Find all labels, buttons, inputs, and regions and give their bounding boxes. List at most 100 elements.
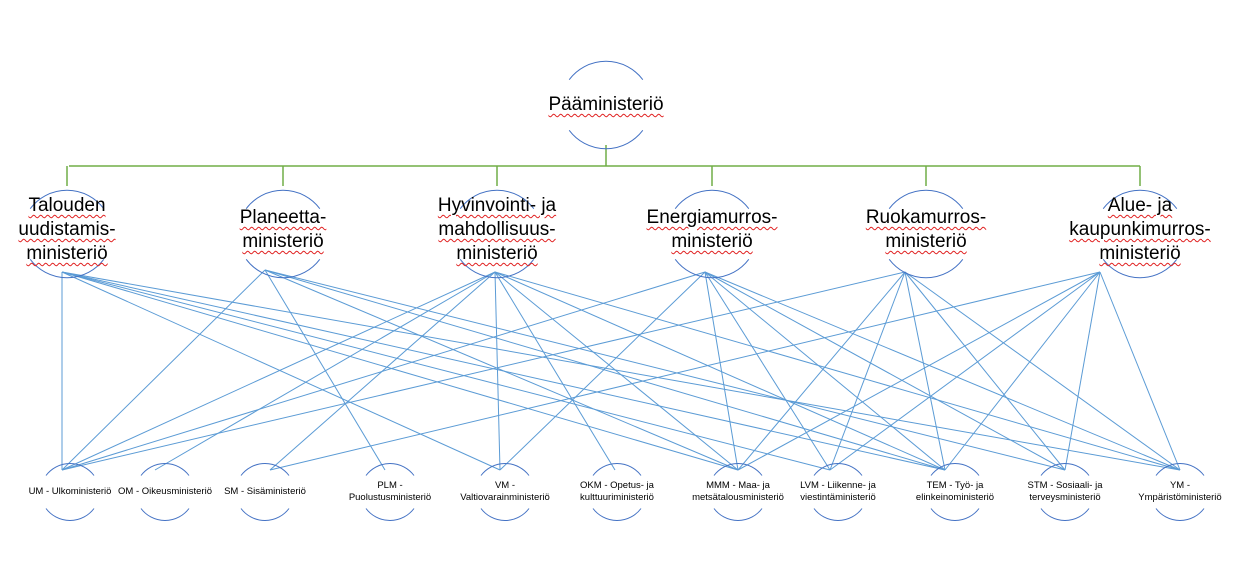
node-label-line: elinkeinoministeriö xyxy=(915,492,995,503)
bottom-node-arc xyxy=(713,463,763,476)
root-arc xyxy=(568,129,644,150)
bottom-node-arc xyxy=(592,463,642,476)
link-line xyxy=(61,271,1181,471)
bottom-node-arc xyxy=(140,463,190,476)
node-label-line: TEM - Työ- ja xyxy=(926,480,984,491)
bottom-node-arc xyxy=(1040,463,1090,476)
top-node-arc xyxy=(29,189,105,210)
link-line xyxy=(704,271,946,471)
top-node-arc xyxy=(29,258,105,279)
link-line xyxy=(61,271,501,471)
node-label-line: Puolustusministeriö xyxy=(348,492,432,503)
bottom-node-ym: YM -Ympäristöministeriö xyxy=(1138,480,1221,504)
link-line xyxy=(154,271,496,471)
top-node-e: Energiamurros-ministeriö xyxy=(647,206,778,254)
node-label-line: ministeriö xyxy=(1099,243,1181,264)
bottom-node-arc xyxy=(45,463,95,476)
root-arc xyxy=(568,60,644,81)
link-line xyxy=(904,271,946,471)
node-label-line: YM - xyxy=(1169,480,1191,491)
top-node-arc xyxy=(1102,189,1178,210)
link-line xyxy=(737,271,906,471)
link-line xyxy=(499,271,706,471)
node-label-line: Ruokamurros- xyxy=(865,207,987,228)
node-label-line: Pääministeriö xyxy=(548,94,664,115)
bottom-node-sm: SM - Sisäministeriö xyxy=(224,486,306,498)
node-label-line: OKM - Opetus- ja xyxy=(580,480,654,491)
link-line xyxy=(269,271,1101,471)
link-line xyxy=(494,271,1181,471)
top-node-arc xyxy=(674,189,750,210)
link-line xyxy=(944,271,1101,471)
root-node-paaministerio: Pääministeriö xyxy=(548,93,663,117)
node-label-line: metsätalousministeriö xyxy=(692,492,784,503)
node-label-line: OM - Oikeusministeriö xyxy=(118,486,212,497)
link-line xyxy=(1064,271,1101,471)
bottom-node-arc xyxy=(813,463,863,476)
top-node-t: Talouden uudistamis-ministeriö xyxy=(18,194,115,266)
link-line xyxy=(737,271,1101,471)
link-line xyxy=(494,271,946,471)
node-label-line: Valtiovarainministeriö xyxy=(460,492,550,503)
bottom-node-arc xyxy=(930,508,980,521)
link-line xyxy=(61,271,496,471)
bottom-node-arc xyxy=(592,508,642,521)
node-label-line: ministeriö xyxy=(26,243,108,264)
node-label-line: ministeriö xyxy=(456,243,538,264)
top-node-arc xyxy=(888,258,964,279)
bottom-node-arc xyxy=(365,463,415,476)
link-line xyxy=(704,271,1066,471)
node-label-line: Ympäristöministeriö xyxy=(1138,492,1222,503)
node-label-line: STM - Sosiaali- ja xyxy=(1027,480,1103,491)
top-node-h: Hyvinvointi- ja mahdollisuus-ministeriö xyxy=(438,194,556,266)
bottom-node-arc xyxy=(1040,508,1090,521)
link-line xyxy=(704,271,1181,471)
bottom-node-arc xyxy=(930,463,980,476)
link-line xyxy=(61,269,266,471)
link-line xyxy=(264,269,386,471)
bottom-node-arc xyxy=(140,508,190,521)
node-label-line: ministeriö xyxy=(242,231,324,252)
node-label-line: MMM - Maa- ja xyxy=(706,480,770,491)
link-line xyxy=(61,271,739,471)
node-label-line: Hyvinvointi- ja xyxy=(437,195,557,216)
link-line xyxy=(904,271,1066,471)
link-line xyxy=(494,271,739,471)
bottom-node-om: OM - Oikeusministeriö xyxy=(118,486,212,498)
link-line xyxy=(264,269,1066,471)
bottom-node-arc xyxy=(1155,463,1205,476)
link-line xyxy=(704,271,739,471)
bottom-node-arc xyxy=(240,463,290,476)
link-line xyxy=(61,271,831,471)
link-line xyxy=(904,271,1181,471)
node-label-line: ministeriö xyxy=(671,231,753,252)
bottom-node-arc xyxy=(813,508,863,521)
node-label-line: kaupunkimurros- xyxy=(1069,219,1211,240)
node-label-line: Alue- ja xyxy=(1107,195,1173,216)
node-label-line: kulttuuriministeriö xyxy=(580,492,654,503)
node-label-line: UM - Ulkoministeriö xyxy=(28,486,112,497)
node-label-line: Talouden xyxy=(28,195,106,216)
top-node-a: Alue- ja kaupunkimurros-ministeriö xyxy=(1069,194,1211,266)
bottom-node-arc xyxy=(240,508,290,521)
node-label-line: ministeriö xyxy=(885,231,967,252)
node-label-line: Planeetta- xyxy=(239,207,327,228)
node-label-line: uudistamis- xyxy=(18,219,116,240)
bottom-node-arc xyxy=(1155,508,1205,521)
top-node-arc xyxy=(459,258,535,279)
node-label-line: terveysministeriö xyxy=(1029,492,1101,503)
bottom-node-arc xyxy=(45,508,95,521)
link-line xyxy=(61,271,906,471)
bottom-node-arc xyxy=(365,508,415,521)
top-node-arc xyxy=(245,189,321,210)
link-line xyxy=(61,271,706,471)
bottom-node-arc xyxy=(713,508,763,521)
bottom-node-arc xyxy=(480,463,530,476)
node-label-line: mahdollisuus- xyxy=(438,219,556,240)
link-line xyxy=(264,269,946,471)
link-line xyxy=(494,271,616,471)
